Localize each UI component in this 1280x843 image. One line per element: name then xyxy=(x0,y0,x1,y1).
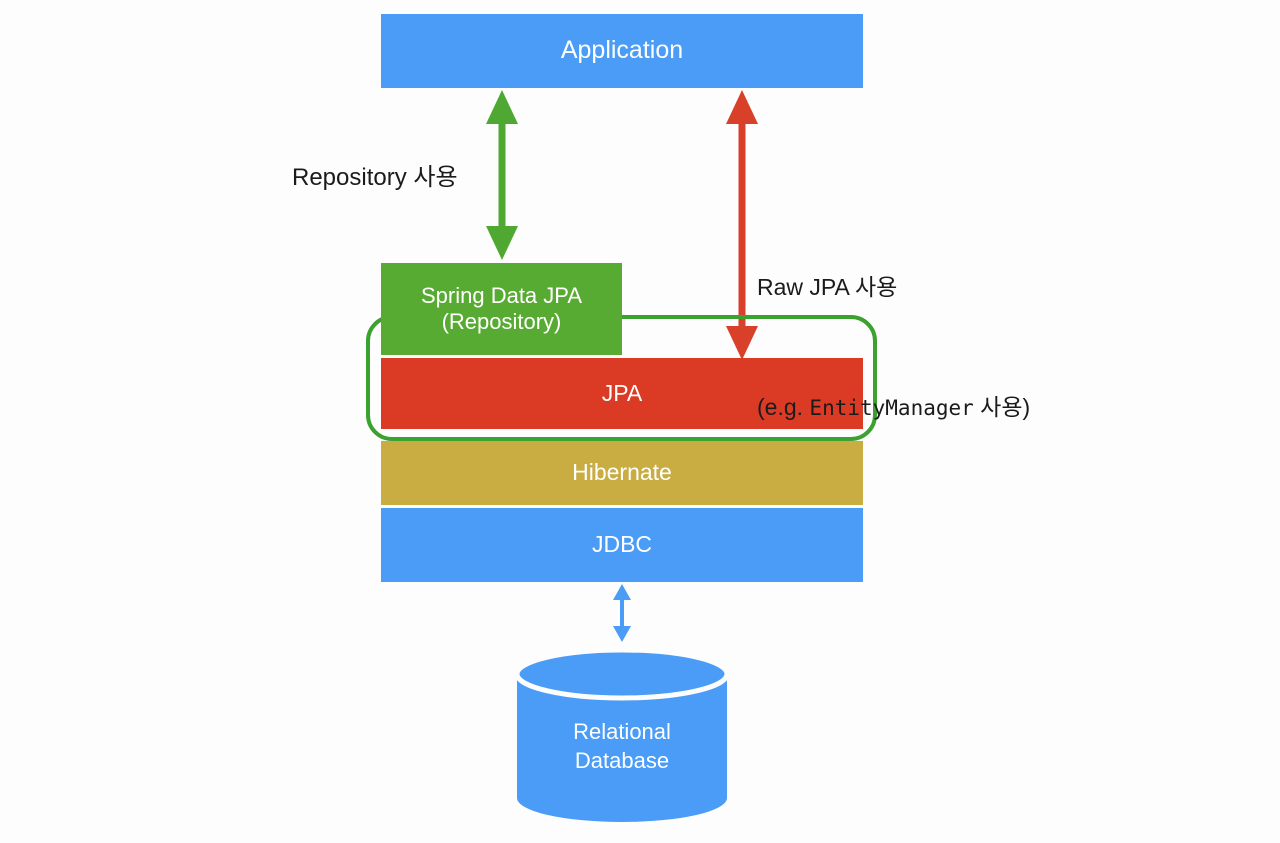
raw-jpa-label-code: EntityManager xyxy=(809,396,974,421)
raw-jpa-label-line1: Raw JPA 사용 xyxy=(757,273,898,300)
raw-jpa-arrow-label: Raw JPA 사용 (e.g. EntityManager 사용) xyxy=(757,186,1030,508)
layer-box-application: Application xyxy=(381,14,863,88)
raw-jpa-label-prefix: (e.g. xyxy=(757,394,810,421)
repository-arrow xyxy=(486,90,518,260)
database-cylinder-icon xyxy=(517,650,727,822)
repository-arrow-label: Repository 사용 xyxy=(292,164,458,191)
raw-jpa-arrow xyxy=(726,90,758,360)
layer-box-jpa: JPA xyxy=(381,358,863,429)
raw-jpa-label-line2: (e.g. EntityManager 사용) xyxy=(757,387,1030,427)
layer-box-hibernate: Hibernate xyxy=(381,441,863,505)
jdbc-database-arrow xyxy=(613,584,631,642)
raw-jpa-label-suffix: 사용) xyxy=(973,394,1031,421)
layer-box-spring-data-jpa: Spring Data JPA (Repository) xyxy=(381,263,622,355)
database-label: Relational Database xyxy=(573,719,671,773)
layer-box-jdbc: JDBC xyxy=(381,508,863,582)
